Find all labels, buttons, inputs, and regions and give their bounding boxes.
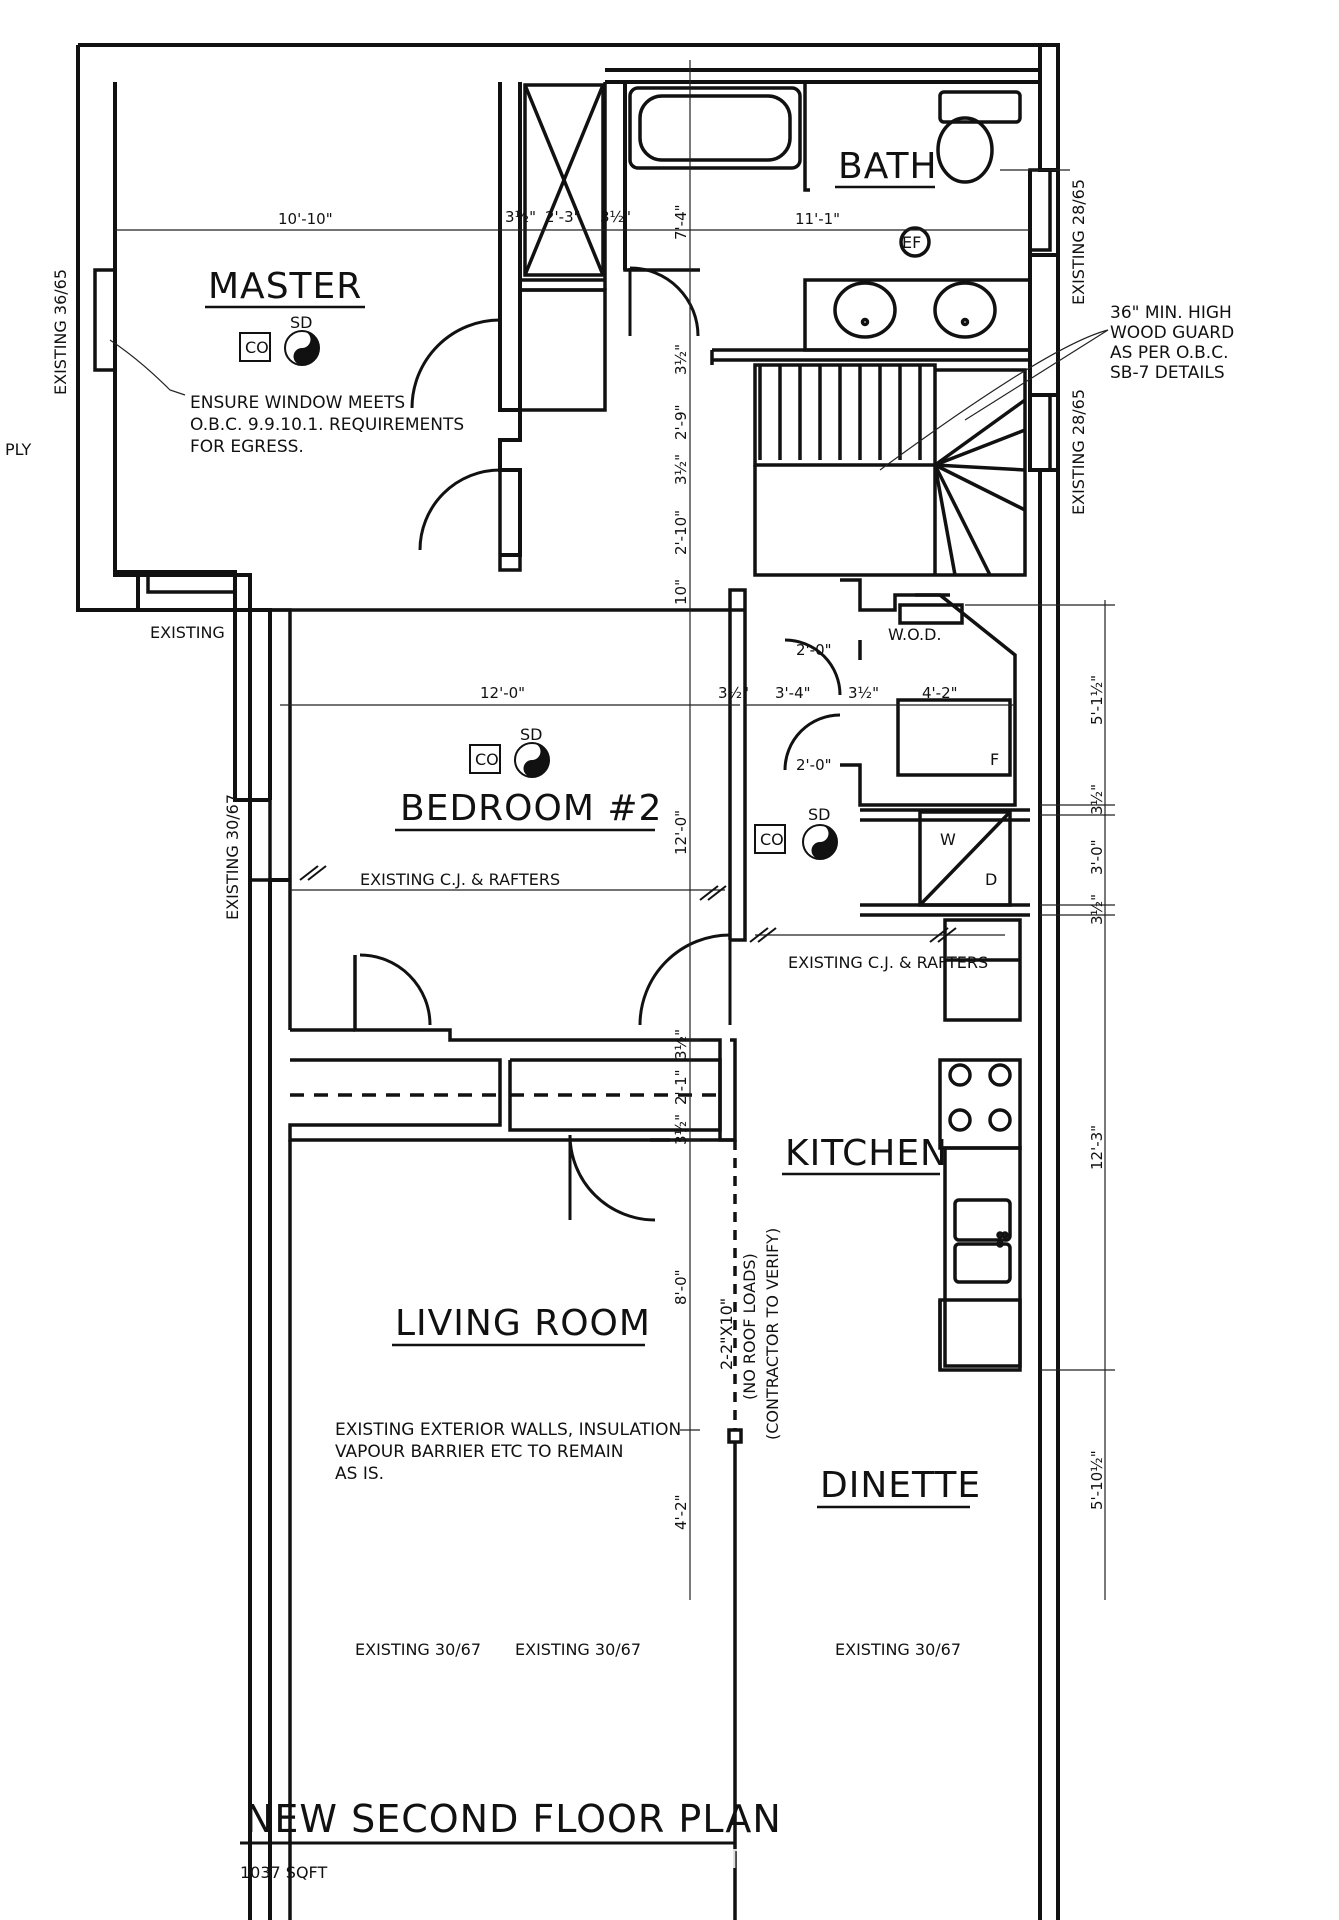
guard-note: 36" MIN. HIGH WOOD GUARD AS PER O.B.C. S… (1110, 303, 1234, 383)
svg-text:2'-1": 2'-1" (672, 1069, 690, 1105)
smoke-detector-master: SD (284, 313, 320, 366)
walls (76, 43, 1060, 1920)
room-label-bedroom-2: BEDROOM #2 (400, 788, 662, 829)
window-label-living-b: EXISTING 30/67 (515, 1640, 641, 1659)
svg-text:AS IS.: AS IS. (335, 1464, 384, 1484)
svg-text:3'-4": 3'-4" (775, 684, 811, 702)
room-label-kitchen: KITCHEN (785, 1133, 948, 1174)
rafters-note-kitchen: EXISTING C.J. & RAFTERS (788, 953, 988, 972)
washer-label: W (940, 830, 956, 849)
window-label-bedroom: EXISTING 30/67 (223, 794, 242, 920)
window-label-stair: EXISTING 28/65 (1069, 389, 1088, 515)
svg-text:2'-10": 2'-10" (672, 510, 690, 555)
svg-text:5'-1½": 5'-1½" (1088, 675, 1106, 725)
svg-text:10": 10" (672, 579, 690, 605)
exterior-walls (76, 43, 1060, 1920)
svg-text:3½": 3½" (600, 208, 631, 226)
svg-text:WOOD GUARD: WOOD GUARD (1110, 323, 1234, 343)
ply-note: PLY (5, 440, 31, 459)
room-label-dinette: DINETTE (820, 1465, 981, 1506)
walls-note: EXISTING EXTERIOR WALLS, INSULATION VAPO… (335, 1420, 681, 1484)
co-detector-bedroom: CO (469, 744, 501, 774)
window-label-bath: EXISTING 28/65 (1069, 179, 1088, 305)
svg-text:12'-0": 12'-0" (672, 810, 690, 855)
svg-text:7'-4": 7'-4" (672, 204, 690, 240)
plan-area: 1037 SQFT (240, 1863, 327, 1882)
watermark: REAL BROKER ONTARIO LTD. Brokerage (398, 1845, 912, 1875)
svg-text:3½": 3½" (672, 1029, 690, 1060)
svg-text:3'-0": 3'-0" (1088, 839, 1106, 875)
room-label-master: MASTER (208, 266, 362, 307)
co-detector-kitchen: CO (754, 824, 786, 854)
svg-text:3½": 3½" (1088, 894, 1106, 925)
window-label-master: EXISTING 36/65 (51, 269, 70, 395)
svg-text:SB-7 DETAILS: SB-7 DETAILS (1110, 363, 1225, 383)
svg-text:12'-3": 12'-3" (1088, 1125, 1106, 1170)
egress-note: ENSURE WINDOW MEETS O.B.C. 9.9.10.1. REQ… (190, 393, 464, 457)
svg-text:CO: CO (475, 750, 499, 769)
svg-text:3½": 3½" (672, 1114, 690, 1145)
beam-note: 2-2"X10" (NO ROOF LOADS) (CONTRACTOR TO … (717, 1228, 782, 1440)
svg-text:8'-0": 8'-0" (672, 1269, 690, 1305)
svg-text:CO: CO (245, 338, 269, 357)
svg-text:EXISTING EXTERIOR WALLS, INSUL: EXISTING EXTERIOR WALLS, INSULATION (335, 1420, 681, 1440)
rafters-note-bedroom: EXISTING C.J. & RAFTERS (360, 870, 560, 889)
svg-text:36" MIN. HIGH: 36" MIN. HIGH (1110, 303, 1232, 323)
svg-text:2'-3": 2'-3" (545, 208, 581, 226)
svg-text:CO: CO (760, 830, 784, 849)
window-label-living-a: EXISTING 30/67 (355, 1640, 481, 1659)
exhaust-fan-label: EF (902, 233, 921, 252)
svg-text:SD: SD (520, 725, 542, 744)
svg-text:2'-9": 2'-9" (672, 404, 690, 440)
svg-text:2-2"X10": 2-2"X10" (717, 1298, 736, 1370)
svg-text:10'-10": 10'-10" (278, 210, 333, 228)
svg-text:AS PER O.B.C.: AS PER O.B.C. (1110, 343, 1228, 363)
svg-text:(NO ROOF LOADS): (NO ROOF LOADS) (740, 1253, 759, 1400)
wod-label: W.O.D. (888, 625, 942, 644)
svg-text:2'-0": 2'-0" (796, 756, 832, 774)
dryer-label: D (985, 870, 997, 889)
svg-text:3½": 3½" (672, 454, 690, 485)
svg-text:O.B.C. 9.9.10.1. REQUIREMENTS: O.B.C. 9.9.10.1. REQUIREMENTS (190, 415, 464, 435)
svg-text:SD: SD (808, 805, 830, 824)
dimension-labels: 10'-10" 3½" 2'-3" 3½" 11'-1" 7'-4" 3½" 2… (278, 204, 1106, 1530)
window-label-dinette: EXISTING 30/67 (835, 1640, 961, 1659)
svg-text:4'-2": 4'-2" (922, 684, 958, 702)
svg-text:VAPOUR BARRIER ETC TO REMAIN: VAPOUR BARRIER ETC TO REMAIN (335, 1442, 624, 1462)
dimension-lines (109, 60, 1115, 1600)
interior-partitions (93, 82, 1052, 1920)
svg-text:2'-0": 2'-0" (796, 641, 832, 659)
smoke-detector-bedroom: SD (514, 725, 550, 778)
svg-text:4'-2": 4'-2" (672, 1494, 690, 1530)
svg-text:3½": 3½" (505, 208, 536, 226)
room-label-living-room: LIVING ROOM (395, 1303, 651, 1344)
svg-text:12'-0": 12'-0" (480, 684, 525, 702)
plan-title: NEW SECOND FLOOR PLAN (245, 1797, 782, 1841)
smoke-detector-kitchen: SD (802, 805, 838, 860)
svg-text:3½": 3½" (718, 684, 749, 702)
svg-text:(CONTRACTOR TO VERIFY): (CONTRACTOR TO VERIFY) (763, 1228, 782, 1440)
window-label-hall: EXISTING (150, 623, 225, 642)
svg-text:SD: SD (290, 313, 312, 332)
svg-text:ENSURE WINDOW MEETS: ENSURE WINDOW MEETS (190, 393, 405, 413)
rafter-marks (299, 865, 957, 943)
svg-text:3½": 3½" (1088, 784, 1106, 815)
room-label-bath: BATH (838, 146, 938, 187)
co-detector-master: CO (239, 332, 271, 362)
svg-text:5'-10½": 5'-10½" (1088, 1450, 1106, 1510)
svg-text:3½": 3½" (672, 344, 690, 375)
svg-text:3½": 3½" (848, 684, 879, 702)
svg-text:11'-1": 11'-1" (795, 210, 840, 228)
svg-text:FOR EGRESS.: FOR EGRESS. (190, 437, 304, 457)
furnace-label: F (990, 750, 999, 769)
doors (359, 266, 842, 1222)
